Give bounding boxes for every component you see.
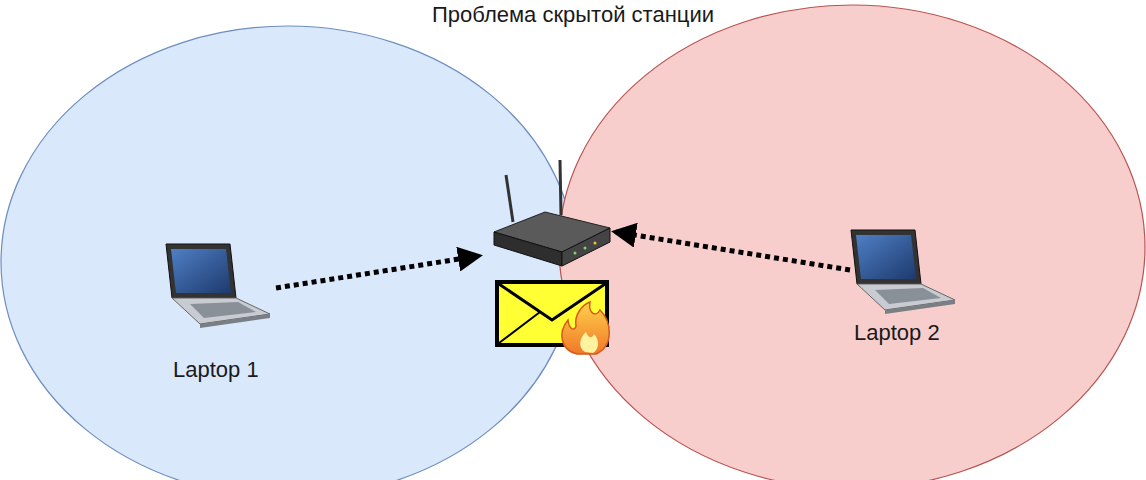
diagram-title: Проблема скрытой станции: [432, 2, 714, 28]
laptop-icon: [851, 230, 955, 314]
laptop-icon: [166, 244, 270, 328]
coverage-area: [1, 26, 575, 480]
router-icon: [494, 160, 610, 266]
coverage-area: [559, 5, 1145, 480]
collision-envelope: [497, 282, 609, 354]
device-label: Laptop 2: [854, 320, 940, 346]
signal-arrow: [616, 232, 850, 270]
signal-arrow: [276, 256, 478, 288]
device-label: Laptop 1: [173, 357, 259, 383]
